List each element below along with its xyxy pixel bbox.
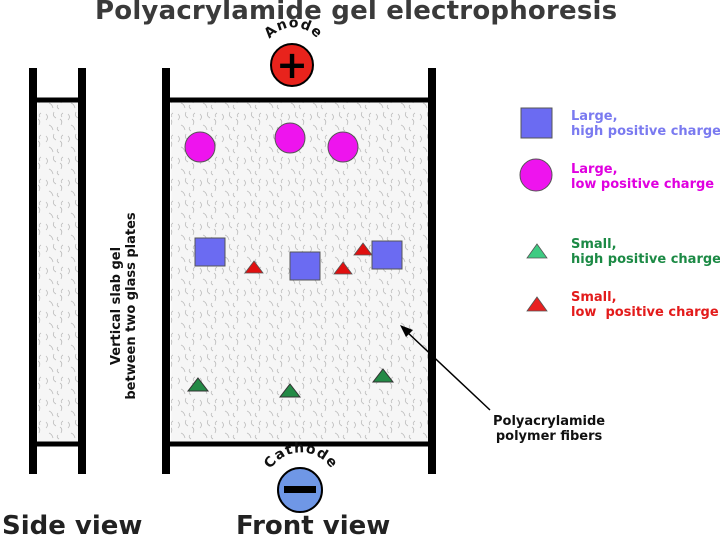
large-high-charge-molecule [371,240,403,270]
slab-caption-line1: Vertical slab gel [109,246,124,366]
legend-label: Large, [571,162,618,177]
anode-symbol: + [276,43,308,87]
legend-label: low positive charge [571,177,715,192]
small-low-charge-molecule [333,261,353,275]
front-view-label: Front view [236,511,391,541]
small-high-charge-molecule [278,383,302,398]
molecule-bands [184,122,403,398]
legend-circle-icon [519,158,553,192]
small-low-charge-molecule [353,242,373,256]
fibers-pointer-arrow [400,325,491,411]
cathode-electrode: Cathode [261,440,340,513]
legend-label: Large, [571,109,618,124]
slab-caption-line2: between two glass plates [124,212,139,400]
diagram-title: Polyacrylamide gel electrophoresis [95,0,618,26]
slab-gel-caption: Vertical slab gel between two glass plat… [109,212,139,399]
large-low-charge-molecule [274,122,306,154]
large-low-charge-molecule [327,131,359,163]
legend-entry-large-low: Large, low positive charge [571,162,714,192]
legend-entry-small-high: Small, high positive charge [571,237,720,267]
legend-triangle-green-icon [526,243,548,259]
legend-shapes [519,107,553,312]
large-high-charge-molecule [289,251,321,281]
small-high-charge-molecule [371,368,395,383]
legend-label: Small, [571,237,617,252]
legend-label: high positive charge [571,252,720,267]
side-view-label: Side view [2,511,143,541]
small-high-charge-molecule [186,377,210,392]
small-low-charge-molecule [244,260,264,274]
fibers-label-line1: Polyacrylamide [493,414,606,429]
fibers-label-line2: polymer fibers [495,429,603,444]
anode-electrode: + Anode [261,15,326,87]
legend-label: low positive charge [571,305,719,320]
anode-label: Anode [261,15,326,42]
legend-triangle-red-icon [526,296,548,312]
legend-entry-large-high: Large, high positive charge [571,109,720,139]
legend-square-icon [520,107,553,139]
legend-label: high positive charge [571,124,720,139]
polymer-fibers-label: Polyacrylamide polymer fibers [493,414,605,444]
large-high-charge-molecule [194,237,226,267]
legend-label: Small, [571,290,617,305]
legend-entry-small-low: Small, low positive charge [571,290,719,320]
large-low-charge-molecule [184,131,216,163]
side-view-gel [29,68,86,474]
